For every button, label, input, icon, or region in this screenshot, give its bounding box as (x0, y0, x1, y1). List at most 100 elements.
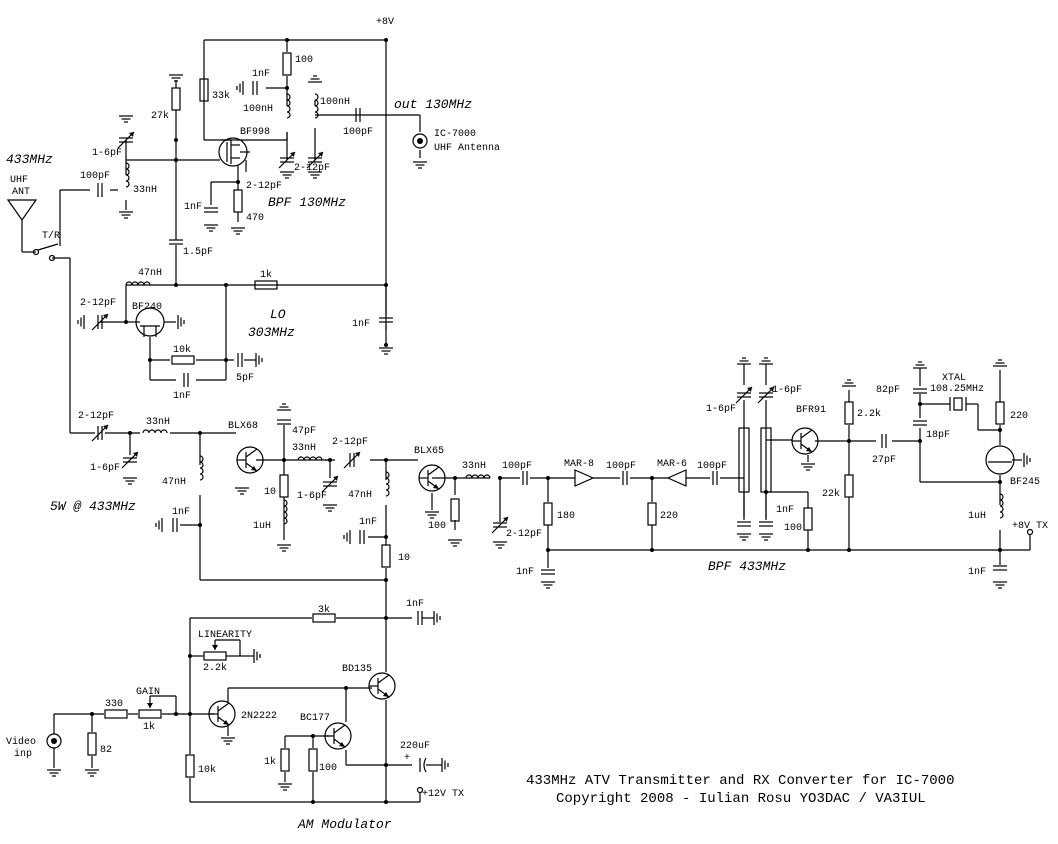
label-l47nh-a: 47nH (138, 268, 162, 279)
label-bpf433: BPF 433MHz (708, 559, 786, 574)
label-l1uh-a: 1uH (253, 521, 271, 532)
label-c100pf-ant: 100pF (80, 171, 110, 182)
label-r180: 180 (557, 511, 575, 522)
label-blx68: BLX68 (228, 421, 258, 432)
label-r220-a: 220 (660, 511, 678, 522)
label-out130: out 130MHz (394, 97, 472, 112)
label-c1-6pf-e: 1-6pF (772, 385, 802, 396)
label-c2-12pf-a: 2-12pF (294, 163, 330, 174)
label-ant: ANT (12, 187, 30, 198)
label-r3k: 3k (318, 604, 330, 616)
label-bf998: BF998 (240, 127, 270, 138)
label-c100pf-c: 100pF (697, 461, 727, 472)
label-c100pf-b: 100pF (606, 461, 636, 472)
label-c1nf-h: 1nF (776, 505, 794, 516)
label-c1-5pf: 1.5pF (183, 247, 213, 258)
label-l33nh-d: 33nH (462, 461, 486, 472)
label-xtal-freq: 108.25MHz (930, 384, 984, 395)
label-mar8: MAR-8 (564, 459, 594, 470)
modulator-components (46, 610, 449, 804)
label-plus8v: +8V (376, 17, 394, 28)
label-r27k: 27k (151, 110, 169, 122)
label-plus8v-tx: +8V TX (1012, 521, 1048, 532)
label-r100-b: 100 (428, 521, 446, 532)
label-c2-12pf-b: 2-12pF (246, 181, 282, 192)
label-r10-a: 10 (264, 487, 276, 498)
label-bc177: BC177 (300, 713, 330, 724)
label-c1nf-j: 1nF (406, 599, 424, 610)
label-l33nh-b: 33nH (146, 417, 170, 428)
label-bd135: BD135 (342, 664, 372, 675)
top-wiring (21, 39, 421, 433)
label-r220-b: 220 (1010, 411, 1028, 422)
label-c1nf-b: 1nF (184, 202, 202, 213)
label-video1: Video (6, 736, 36, 748)
label-am-mod: AM Modulator (297, 817, 392, 832)
label-r10-b: 10 (398, 553, 410, 564)
label-blx65: BLX65 (414, 446, 444, 457)
title-line1: 433MHz ATV Transmitter and RX Converter … (526, 773, 954, 789)
label-video2: inp (14, 748, 32, 760)
label-c100pf-out: 100pF (343, 127, 373, 138)
label-uhf-antenna: UHF Antenna (434, 143, 500, 154)
label-mar6: MAR-6 (657, 459, 687, 470)
top-components (6, 38, 428, 388)
label-c1nf-e: 1nF (172, 507, 190, 518)
label-freq433: 433MHz (6, 152, 53, 167)
label-plus12v-tx: +12V TX (422, 789, 464, 800)
label-bfr91: BFR91 (796, 405, 826, 416)
label-r22k: 22k (822, 488, 840, 500)
label-l100nh-a: 100nH (243, 104, 273, 115)
label-r100-d: 100 (319, 763, 337, 774)
label-lo-freq: 303MHz (248, 325, 295, 340)
label-r1k-a: 1k (260, 269, 272, 281)
label-c18pf: 18pF (926, 430, 950, 441)
label-linearity: LINEARITY (198, 630, 252, 641)
label-c82pf: 82pF (876, 385, 900, 396)
label-power: 5W @ 433MHz (50, 499, 136, 514)
label-c2-12pf-c: 2-12pF (80, 298, 116, 309)
pa-components (91, 343, 1034, 589)
label-r1k-b: 1k (143, 721, 155, 733)
label-bpf130: BPF 130MHz (268, 195, 346, 210)
label-c1nf-f: 1nF (359, 517, 377, 528)
label-c1nf-i: 1nF (968, 567, 986, 578)
label-c1nf-c: 1nF (352, 319, 370, 330)
label-c5pf: 5pF (236, 373, 254, 384)
title-line2: Copyright 2008 - Iulian Rosu YO3DAC / VA… (556, 791, 926, 807)
label-r330: 330 (105, 699, 123, 710)
label-c27pf: 27pF (872, 455, 896, 466)
label-plus: + (404, 753, 410, 764)
label-c1-6pf-a: 1-6pF (92, 148, 122, 159)
label-r2-2k-b: 2.2k (203, 662, 227, 674)
label-lo: LO (270, 307, 286, 322)
label-c1nf-top: 1nF (252, 69, 270, 80)
label-r100-c: 100 (784, 523, 802, 534)
label-l33nh-a: 33nH (133, 185, 157, 196)
label-c220uf: 220uF (400, 741, 430, 752)
modulator-wiring (53, 600, 421, 803)
label-c1-6pf-b: 1-6pF (90, 463, 120, 474)
label-tr: T/R (42, 230, 60, 242)
label-r470: 470 (246, 213, 264, 224)
label-gain: GAIN (136, 687, 160, 698)
label-r100-top: 100 (295, 55, 313, 66)
label-bf240: BF240 (132, 302, 162, 313)
label-c2-12pf-e: 2-12pF (332, 437, 368, 448)
label-c47pf: 47pF (292, 426, 316, 437)
pa-wiring (70, 370, 1031, 600)
label-r1k-c: 1k (264, 756, 276, 768)
label-c2-12pf-f: 2-12pF (506, 529, 542, 540)
label-2n2222: 2N2222 (241, 711, 277, 722)
label-l47nh-c: 47nH (348, 490, 372, 501)
label-c1nf-d: 1nF (173, 391, 191, 402)
label-r10k-a: 10k (173, 344, 191, 356)
label-c100pf-a: 100pF (502, 461, 532, 472)
label-l100nh-b: 100nH (320, 97, 350, 108)
label-xtal: XTAL (942, 373, 966, 384)
label-l1uh-b: 1uH (968, 511, 986, 522)
label-l47nh-b: 47nH (162, 477, 186, 488)
label-l33nh-c: 33nH (292, 443, 316, 454)
